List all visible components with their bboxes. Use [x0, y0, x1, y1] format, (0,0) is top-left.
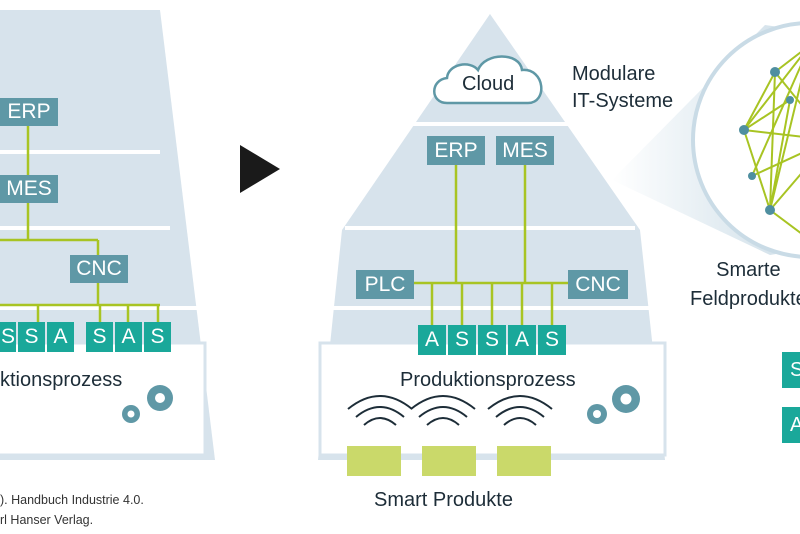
modulare-line-2: IT-Systeme	[572, 90, 674, 112]
right-plc-box: PLC	[356, 270, 414, 299]
left-group2-letter-2: A	[115, 322, 142, 352]
gear-icon-right	[587, 385, 640, 424]
play-triangle-icon	[240, 145, 280, 193]
cloud-icon	[433, 55, 543, 105]
smarte-label: Smarte Feldprodukte	[690, 256, 800, 314]
left-cnc-box: CNC	[70, 255, 128, 283]
citation-line-2: rl Hanser Verlag.	[0, 513, 94, 527]
right-letter-3: S	[478, 325, 506, 355]
right-mes-box: MES	[496, 136, 554, 165]
left-group1-letter-1: S	[0, 322, 16, 352]
right-letter-5: S	[538, 325, 566, 355]
left-group2-letter-3: S	[144, 322, 171, 352]
modulare-line-1: Modulare	[572, 63, 656, 85]
right-letter-1: A	[418, 325, 446, 355]
left-group1-letter-3: A	[47, 322, 74, 352]
smarte-line-1: Smarte	[716, 259, 781, 281]
citation-line-1: ). Handbuch Industrie 4.0.	[0, 493, 144, 507]
right-letter-2: S	[448, 325, 476, 355]
legend-box-s: S	[782, 352, 800, 388]
smart-product-2	[422, 446, 476, 476]
network-mesh-icon	[743, 43, 800, 241]
smart-product-3	[497, 446, 551, 476]
smart-products-label: Smart Produkte	[374, 489, 513, 511]
smart-product-1	[347, 446, 401, 476]
right-letter-4: A	[508, 325, 536, 355]
smarte-line-2: Feldprodukte	[690, 288, 800, 310]
modulare-label: Modulare IT-Systeme	[572, 61, 673, 115]
left-erp-box: ERP	[0, 98, 58, 126]
left-group1-letter-2: S	[18, 322, 45, 352]
magnifier	[612, 21, 800, 259]
right-cnc-box: CNC	[568, 270, 628, 299]
legend-box-a: A	[782, 407, 800, 443]
left-group2-letter-1: S	[86, 322, 113, 352]
cloud-label: Cloud	[462, 73, 515, 95]
left-process-label: ktionsprozess	[0, 369, 123, 391]
right-erp-box: ERP	[427, 136, 485, 165]
wireless-signal-icons	[347, 395, 553, 426]
right-process-label: Produktionsprozess	[400, 369, 576, 391]
left-mes-box: MES	[0, 175, 58, 203]
gear-icon-left	[122, 385, 173, 423]
left-pyramid	[0, 10, 215, 460]
right-pyramid	[318, 14, 667, 476]
